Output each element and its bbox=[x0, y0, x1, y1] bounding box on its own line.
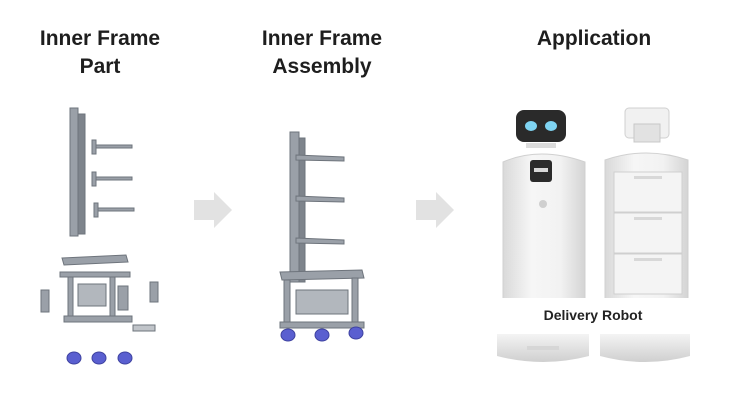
application-title: Application bbox=[514, 25, 674, 53]
robot-logo-icon bbox=[539, 200, 547, 208]
wheel bbox=[348, 326, 364, 340]
assembly-shelf bbox=[295, 195, 345, 203]
inner-frame-assembly-illustration bbox=[279, 131, 365, 329]
shelf-arm bbox=[91, 171, 133, 187]
base-frame bbox=[59, 271, 133, 323]
wheel bbox=[66, 351, 82, 365]
base-plate bbox=[61, 254, 129, 266]
delivery-robot-caption: Delivery Robot bbox=[543, 307, 643, 323]
assembly-wheels bbox=[280, 326, 364, 342]
robot-body bbox=[502, 153, 586, 301]
arrow-right-icon bbox=[194, 192, 232, 228]
robot-base bbox=[600, 334, 690, 362]
robot-eye-icon bbox=[525, 121, 537, 131]
shelf-arm bbox=[91, 139, 133, 155]
frame-post-side bbox=[77, 113, 86, 235]
shelf-arm bbox=[93, 202, 135, 218]
assembly-post bbox=[289, 131, 300, 283]
frame-post bbox=[69, 107, 79, 237]
assembly-base bbox=[279, 269, 365, 329]
base-pad bbox=[132, 324, 156, 332]
delivery-robot-front-illustration bbox=[502, 110, 586, 301]
wheel bbox=[314, 328, 330, 342]
wheel bbox=[91, 351, 107, 365]
robot-eye-icon bbox=[545, 121, 557, 131]
inner-frame-part-title: Inner Frame Part bbox=[20, 25, 180, 81]
delivery-robot-drawers-illustration bbox=[604, 107, 689, 301]
title-line: Inner Frame bbox=[39, 27, 161, 50]
arrow-right-icon bbox=[416, 192, 454, 228]
side-bracket bbox=[149, 281, 159, 303]
robot-face-screen bbox=[516, 110, 566, 142]
inner-frame-assembly-title: Inner Frame Assembly bbox=[242, 25, 402, 81]
caption-band bbox=[497, 298, 689, 334]
title-line: Application bbox=[536, 27, 652, 50]
wheel bbox=[280, 328, 296, 342]
wheel bbox=[117, 351, 133, 365]
assembly-shelf bbox=[295, 154, 345, 162]
title-line: Part bbox=[79, 55, 121, 78]
inner-frame-parts-illustration bbox=[40, 107, 159, 332]
title-line: Assembly bbox=[272, 55, 372, 78]
side-bracket bbox=[40, 289, 50, 313]
assembly-shelf bbox=[295, 237, 345, 245]
title-line: Inner Frame bbox=[261, 27, 383, 50]
loose-wheels bbox=[66, 351, 133, 365]
